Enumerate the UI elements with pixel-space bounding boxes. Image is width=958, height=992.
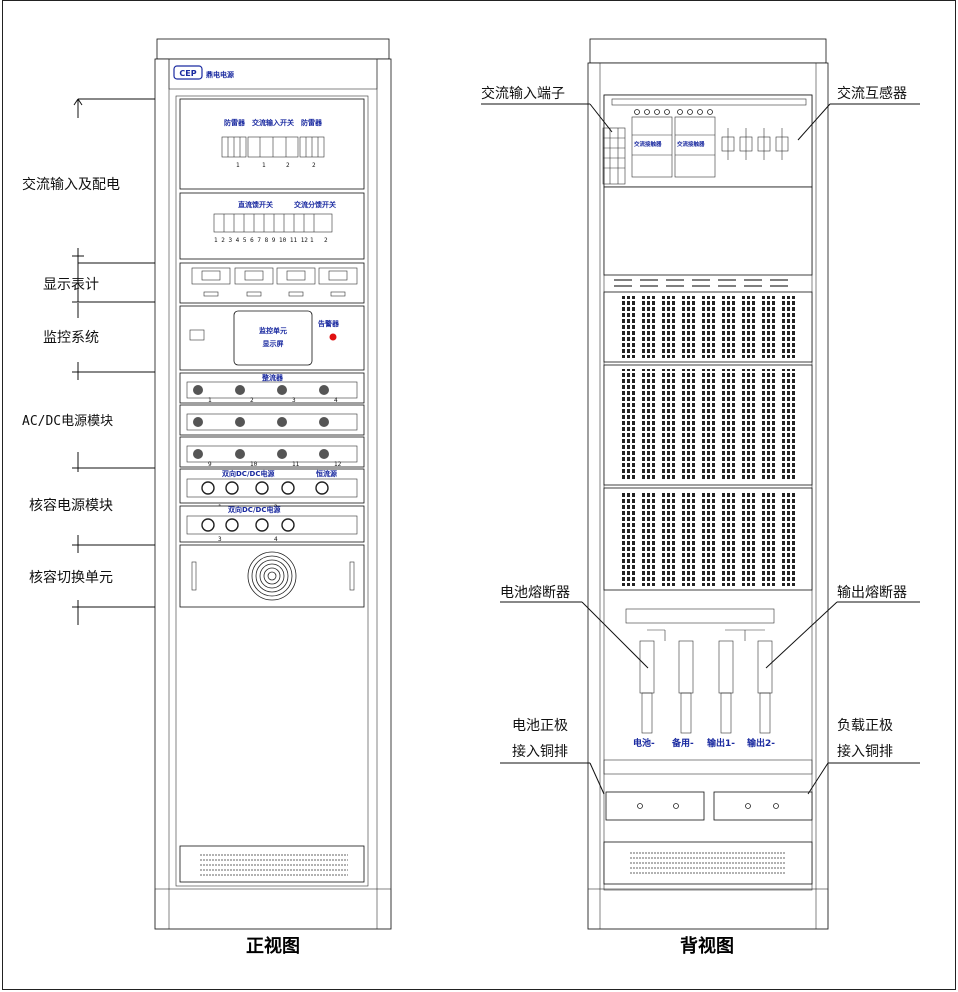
back-view: 交流接触器 交流接触器 — [481, 38, 920, 957]
back-leader-lines — [481, 103, 920, 795]
label-acdc: AC/DC电源模块 — [22, 414, 113, 429]
label-switch: 核容切换单元 — [29, 569, 113, 586]
current-transformers — [721, 128, 789, 160]
ac-input-switch-label: 交流输入开关 — [252, 118, 294, 127]
dcdc-right-label: 恒流源 — [315, 469, 337, 478]
label-monitor: 监控系统 — [43, 330, 99, 346]
rect-num-12: 12 — [334, 461, 342, 468]
fuse-bus-bar — [625, 608, 775, 624]
dcdc-num-3: 3 — [218, 536, 222, 543]
spd-label: 防雷器 — [224, 118, 246, 127]
front-view: CEP 鼎电电源 防雷器 交流输入开关 防雷器 1 1 2 2 直流馈开关 交流… — [22, 38, 392, 957]
back-view-title: 背视图 — [680, 935, 734, 957]
monitor-switch — [189, 329, 205, 341]
back-vent-2 — [616, 369, 800, 481]
ac-in-num-1: 1 — [236, 162, 240, 169]
ac-feed-num-2: 2 — [324, 237, 328, 244]
label-ct: 交流互感器 — [837, 85, 907, 102]
feeder-panel — [179, 192, 365, 260]
ac-out-label: 交流分馈开关 — [294, 200, 336, 209]
switch-unit-panel — [179, 544, 365, 608]
front-logo-band — [168, 58, 378, 90]
dcdc-num-4: 4 — [274, 536, 278, 543]
back-vent-3 — [616, 492, 800, 586]
label-battery-fuse: 电池熔断器 — [500, 585, 570, 601]
rect-num-9: 9 — [208, 461, 212, 468]
feeder-breakers — [213, 213, 333, 233]
front-top-cap — [156, 38, 390, 60]
front-dimension-lines — [72, 98, 155, 625]
dc-out-label: 直流馈开关 — [238, 200, 273, 209]
label-battery-bus-1: 电池正极 — [512, 718, 568, 734]
ac-feed-num-1: 1 — [310, 237, 314, 244]
display-label-2: 显示屏 — [263, 339, 284, 348]
rect-num-3: 3 — [292, 397, 296, 404]
company-logo — [173, 65, 203, 80]
back-base — [587, 888, 829, 930]
contactor-label-1: 交流接触器 — [634, 140, 662, 148]
rect-num-2: 2 — [250, 397, 254, 404]
ac-in-num-2: 1 — [262, 162, 266, 169]
display-label-1: 监控单元 — [259, 326, 287, 335]
dcdc1-label: 双向DC/DC电源 — [222, 469, 274, 478]
fuse-label-2: 备用- — [671, 737, 694, 749]
back-top-cap — [589, 38, 827, 64]
front-view-title: 正视图 — [246, 935, 300, 957]
feeder-numbers: 1 2 3 4 5 6 7 8 9 10 11 12 — [214, 237, 308, 244]
front-vent-panel — [179, 845, 365, 883]
alarm-lamp-icon — [329, 333, 337, 341]
back-vent-1 — [616, 296, 800, 358]
rectifier-modules — [179, 372, 365, 468]
front-base — [154, 888, 392, 930]
fuses — [639, 629, 773, 734]
brand-text: 鼎电电源 — [206, 70, 234, 79]
label-output-fuse: 输出熔断器 — [837, 585, 907, 601]
rect-num-1: 1 — [208, 397, 212, 404]
ac-input-breakers — [221, 136, 325, 158]
rect-num-4: 4 — [334, 397, 338, 404]
rect-num-11: 11 — [292, 461, 300, 468]
ac-input-panel — [179, 98, 365, 190]
fuse-label-4: 输出2- — [747, 737, 775, 749]
rect-label: 整流器 — [261, 373, 284, 382]
back-ac-area — [603, 94, 813, 188]
ac-contactors — [631, 116, 716, 178]
spd2-label: 防雷器 — [301, 118, 323, 127]
back-slots — [614, 279, 788, 287]
fuse-label-3: 输出1- — [707, 737, 735, 749]
label-ac-input: 交流输入及配电 — [22, 176, 120, 193]
front-vent — [200, 854, 348, 876]
label-capacity: 核容电源模块 — [29, 497, 113, 514]
battery-copper-bar — [605, 791, 705, 821]
label-meters: 显示表计 — [43, 277, 99, 293]
label-ac-terminal: 交流输入端子 — [481, 85, 565, 102]
alarm-label: 告警器 — [318, 319, 340, 328]
meters-panel — [179, 262, 365, 304]
contactor-label-2: 交流接触器 — [677, 140, 705, 148]
back-bottom-vent — [630, 852, 786, 874]
label-load-bus-1: 负载正极 — [837, 718, 893, 734]
rect-num-10: 10 — [250, 461, 258, 468]
ac-in-num-4: 2 — [312, 162, 316, 169]
ac-in-num-3: 2 — [286, 162, 290, 169]
fan-icon — [247, 551, 297, 601]
fuse-label-1: 电池- — [633, 737, 655, 749]
label-load-bus-2: 接入铜排 — [837, 743, 893, 760]
meters — [191, 267, 358, 297]
ac-terminal-block — [602, 127, 626, 185]
load-copper-bar — [713, 791, 813, 821]
back-perforated-rail — [603, 759, 813, 775]
monitor-screen — [233, 310, 313, 366]
label-battery-bus-2: 接入铜排 — [512, 743, 568, 760]
logo-text: CEP — [179, 69, 196, 78]
dcdc2-label: 双向DC/DC电源 — [228, 505, 280, 514]
